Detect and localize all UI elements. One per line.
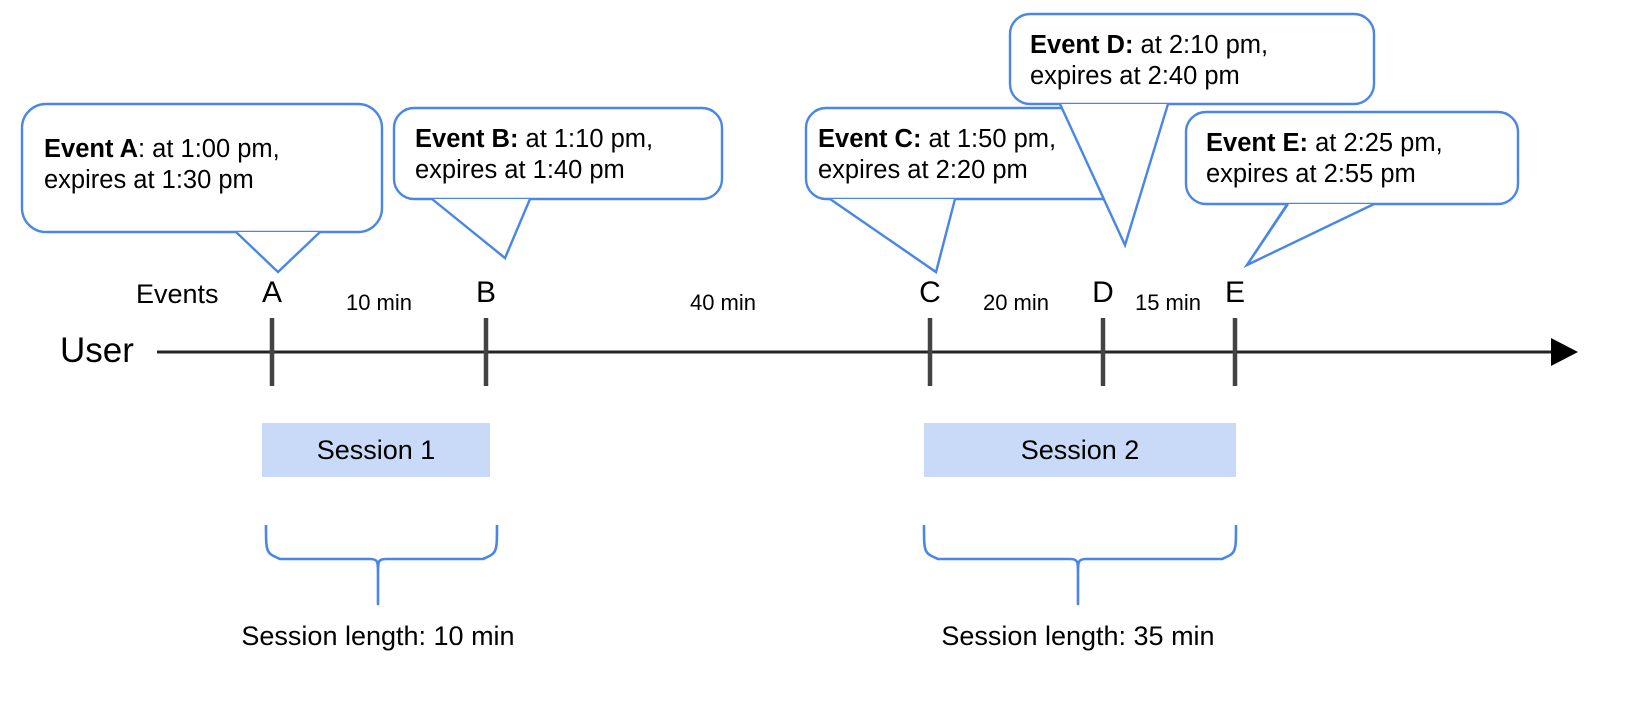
callout-text-A: Event A: at 1:00 pm, expires at 1:30 pm: [44, 134, 374, 196]
callout-shape-C: [804, 106, 1136, 274]
tick-label-B: B: [475, 276, 496, 309]
tick-label-E: E: [1224, 276, 1245, 309]
callout-shape-A: [20, 102, 384, 274]
session-rect-1: [262, 423, 490, 477]
callout-shape-E: [1184, 110, 1520, 269]
session-box-2[interactable]: Session 2: [924, 423, 1236, 477]
callout-text-B: Event B: at 1:10 pm, expires at 1:40 pm: [415, 124, 715, 186]
callout-line1-E: at 2:25 pm,: [1308, 129, 1443, 157]
callout-title-C: Event C:: [818, 125, 922, 153]
callout-title-A: Event A: [44, 135, 138, 163]
callout-sep-A: :: [138, 135, 146, 163]
tick-label-A: A: [261, 276, 282, 309]
callout-title-B: Event B:: [415, 125, 519, 153]
session-brace-1: [264, 524, 499, 606]
callout-line1-B: at 1:10 pm,: [518, 125, 654, 153]
session-rect-2: [924, 423, 1236, 477]
callout-title-E: Event E:: [1206, 129, 1309, 157]
callout-text-E: Event E: at 2:25 pm, expires at 2:55 pm: [1206, 128, 1511, 190]
callout-shape-B: [392, 106, 724, 260]
gap-label-a-b: 10 min: [345, 290, 413, 315]
timeline-arrowhead: [1551, 338, 1578, 366]
tick-label-C: C: [919, 276, 941, 309]
callout-line1-A: at 1:00 pm,: [145, 135, 280, 163]
session-label-2: Session 2: [1020, 434, 1140, 465]
events-row-label: Events: [136, 279, 219, 309]
callout-line2-C: expires at 2:20 pm: [818, 156, 1028, 185]
callout-shape-D: [1008, 12, 1376, 249]
gap-label-b-c: 40 min: [689, 290, 757, 315]
session-caption-1: Session length: 10 min: [241, 621, 515, 651]
callout-line2-D: expires at 2:40 pm: [1030, 62, 1240, 91]
gap-label-c-d: 20 min: [982, 290, 1050, 315]
session-brace-2: [922, 524, 1238, 606]
callout-line2-B: expires at 1:40 pm: [415, 156, 625, 185]
callout-title-D: Event D:: [1030, 31, 1134, 59]
callout-line1-D: at 2:10 pm,: [1133, 31, 1269, 59]
callout-line2-E: expires at 2:55 pm: [1206, 160, 1416, 189]
user-row-label: User: [60, 331, 134, 370]
gap-label-d-e: 15 min: [1134, 290, 1202, 315]
tick-label-D: D: [1092, 276, 1114, 309]
session-caption-2: Session length: 35 min: [941, 621, 1215, 651]
session-box-1[interactable]: Session 1: [262, 423, 490, 477]
session-label-1: Session 1: [316, 434, 436, 465]
callout-text-D: Event D: at 2:10 pm, expires at 2:40 pm: [1030, 30, 1360, 92]
callout-line2-A: expires at 1:30 pm: [44, 166, 254, 195]
callout-text-C: Event C: at 1:50 pm, expires at 2:20 pm: [818, 124, 1123, 186]
callout-line1-C: at 1:50 pm,: [921, 125, 1057, 153]
